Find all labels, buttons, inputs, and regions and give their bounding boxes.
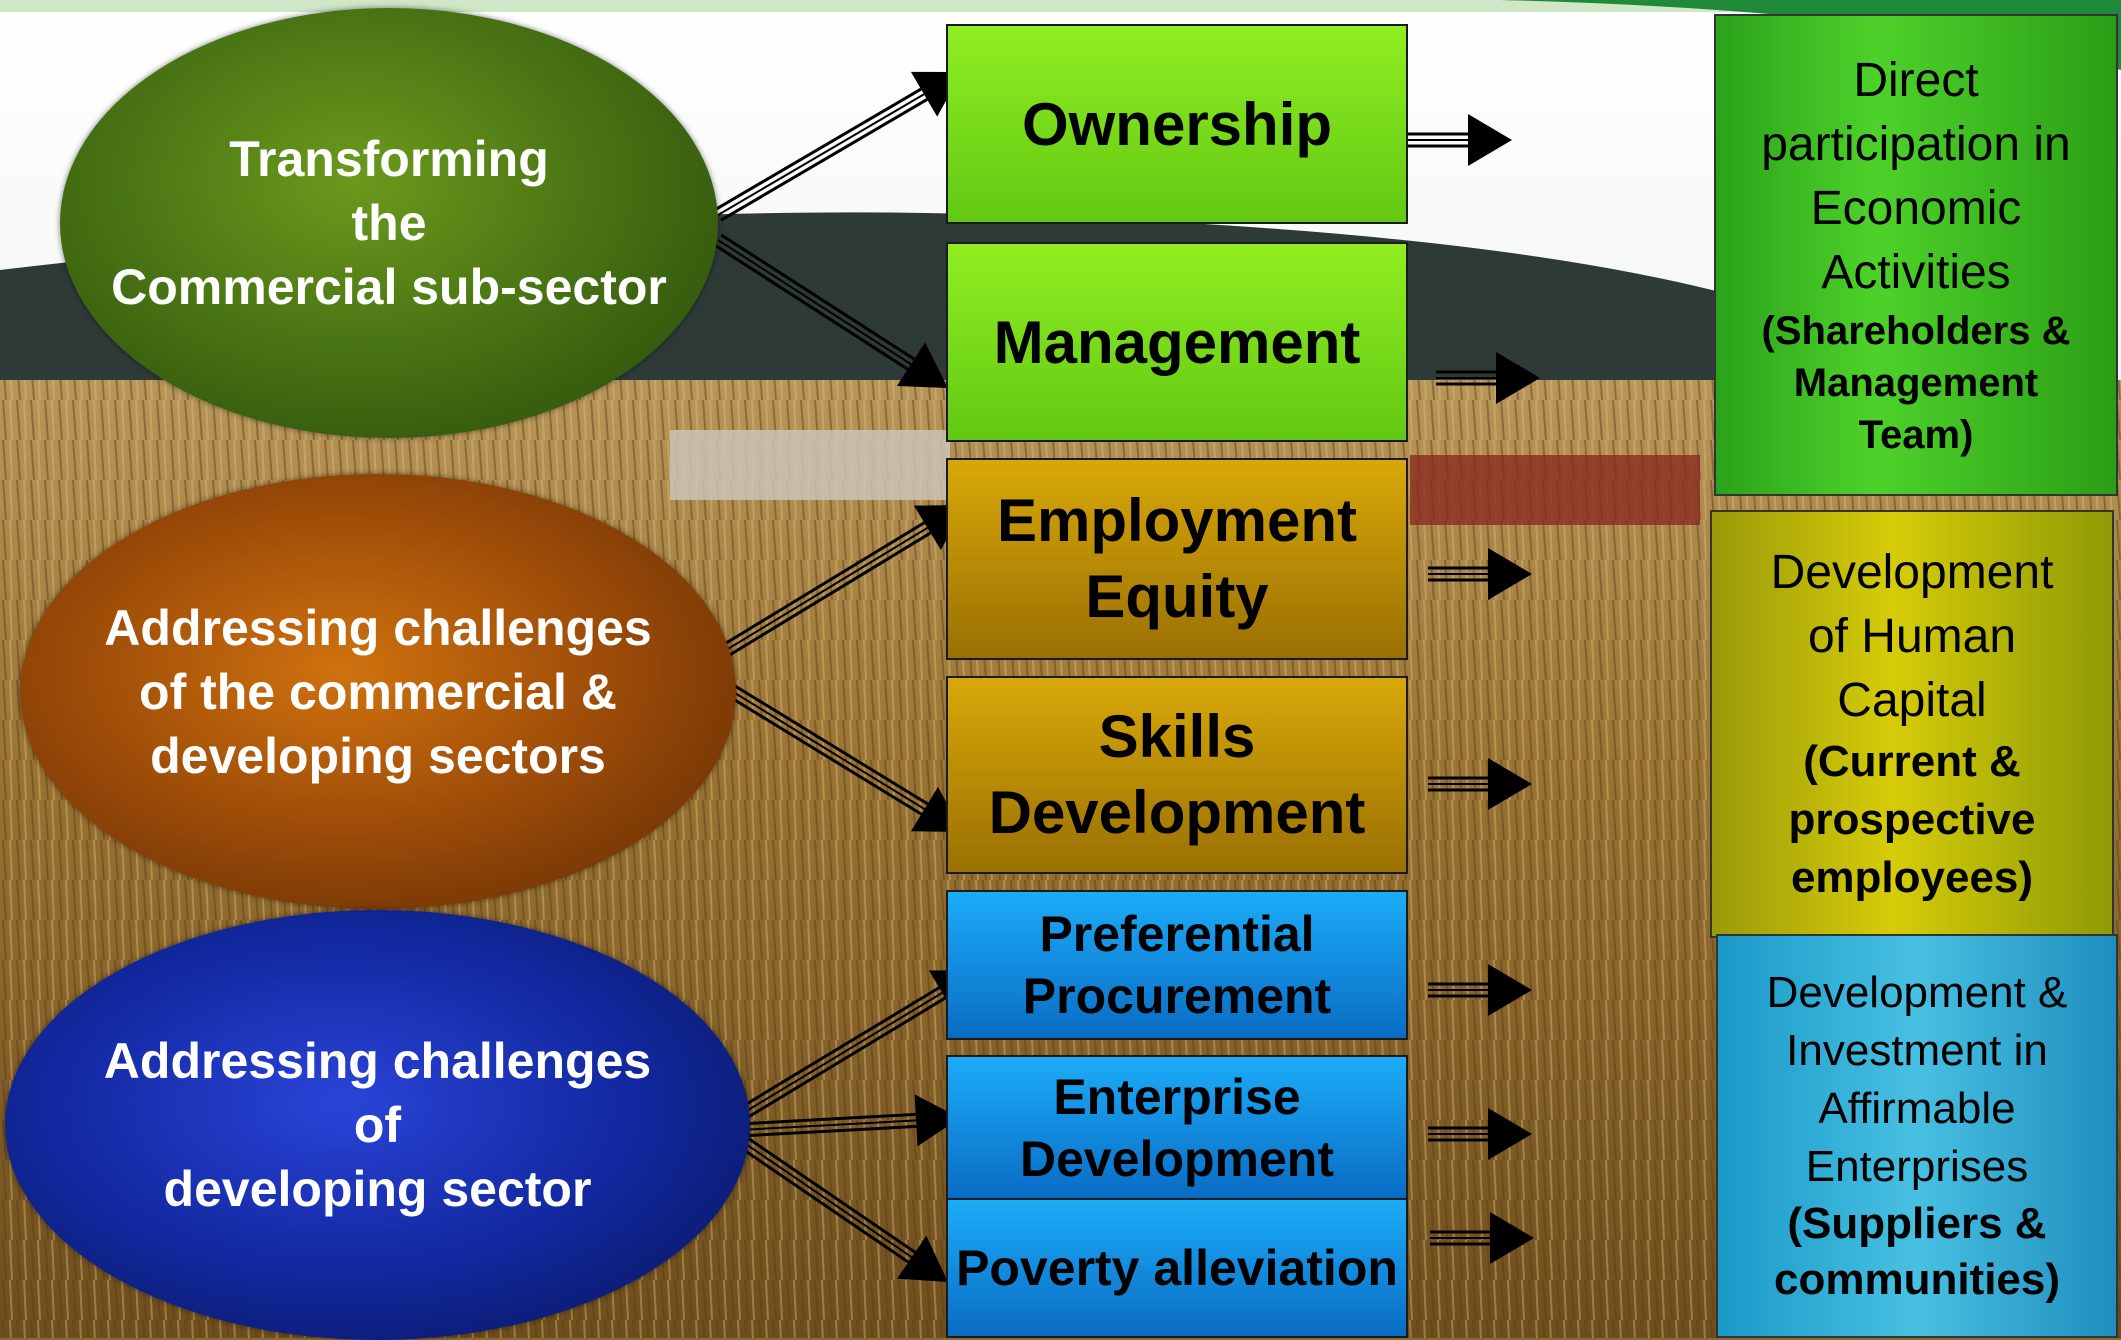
element-management: Management: [946, 242, 1408, 442]
element-ownership: Ownership: [946, 24, 1408, 224]
outcome-direct-participation: Direct participation in Economic Activit…: [1714, 14, 2118, 496]
harvester-right: [1410, 455, 1700, 525]
arrow-enterprise-development-outcome: [1428, 1108, 1532, 1160]
outcome-beneficiaries: (Suppliers & communities): [1773, 1199, 2061, 1304]
arrow-skills-development-outcome: [1428, 758, 1532, 810]
outcome-title: Direct participation in Economic Activit…: [1761, 54, 2071, 299]
driver-developing-sector: Addressing challenges of developing sect…: [5, 910, 750, 1340]
arrow-driver3-poverty-alleviation: [735, 1133, 948, 1282]
outcome-beneficiaries: (Current & prospective employees): [1788, 737, 2036, 902]
arrow-driver1-management: [713, 233, 948, 388]
outcome-title: Development of Human Capital: [1770, 546, 2054, 727]
outcome-title: Development & Investment in Affirmable E…: [1766, 968, 2068, 1191]
arrow-preferential-procurement-outcome: [1428, 964, 1532, 1016]
element-preferential-procurement: Preferential Procurement: [946, 890, 1408, 1040]
element-employment-equity: Employment Equity: [946, 458, 1408, 660]
driver-transforming-commercial: Transforming the Commercial sub-sector: [60, 8, 718, 438]
arrow-driver3-enterprise-development: [739, 1094, 960, 1147]
element-poverty-alleviation: Poverty alleviation: [946, 1198, 1408, 1338]
outcome-human-capital: Development of Human Capital (Current & …: [1710, 510, 2114, 938]
driver-commercial-developing: Addressing challenges of the commercial …: [20, 474, 736, 909]
outcome-beneficiaries: (Shareholders & Management Team): [1761, 309, 2071, 457]
harvester-left: [670, 430, 950, 500]
arrow-poverty-alleviation-outcome: [1430, 1212, 1534, 1264]
arrow-management-outcome: [1436, 352, 1540, 404]
element-enterprise-development: Enterprise Development: [946, 1055, 1408, 1200]
arrow-employment-equity-outcome: [1428, 548, 1532, 600]
arrow-ownership-outcome: [1408, 114, 1512, 166]
element-skills-development: Skills Development: [946, 676, 1408, 874]
outcome-affirmable-enterprises: Development & Investment in Affirmable E…: [1716, 934, 2118, 1338]
